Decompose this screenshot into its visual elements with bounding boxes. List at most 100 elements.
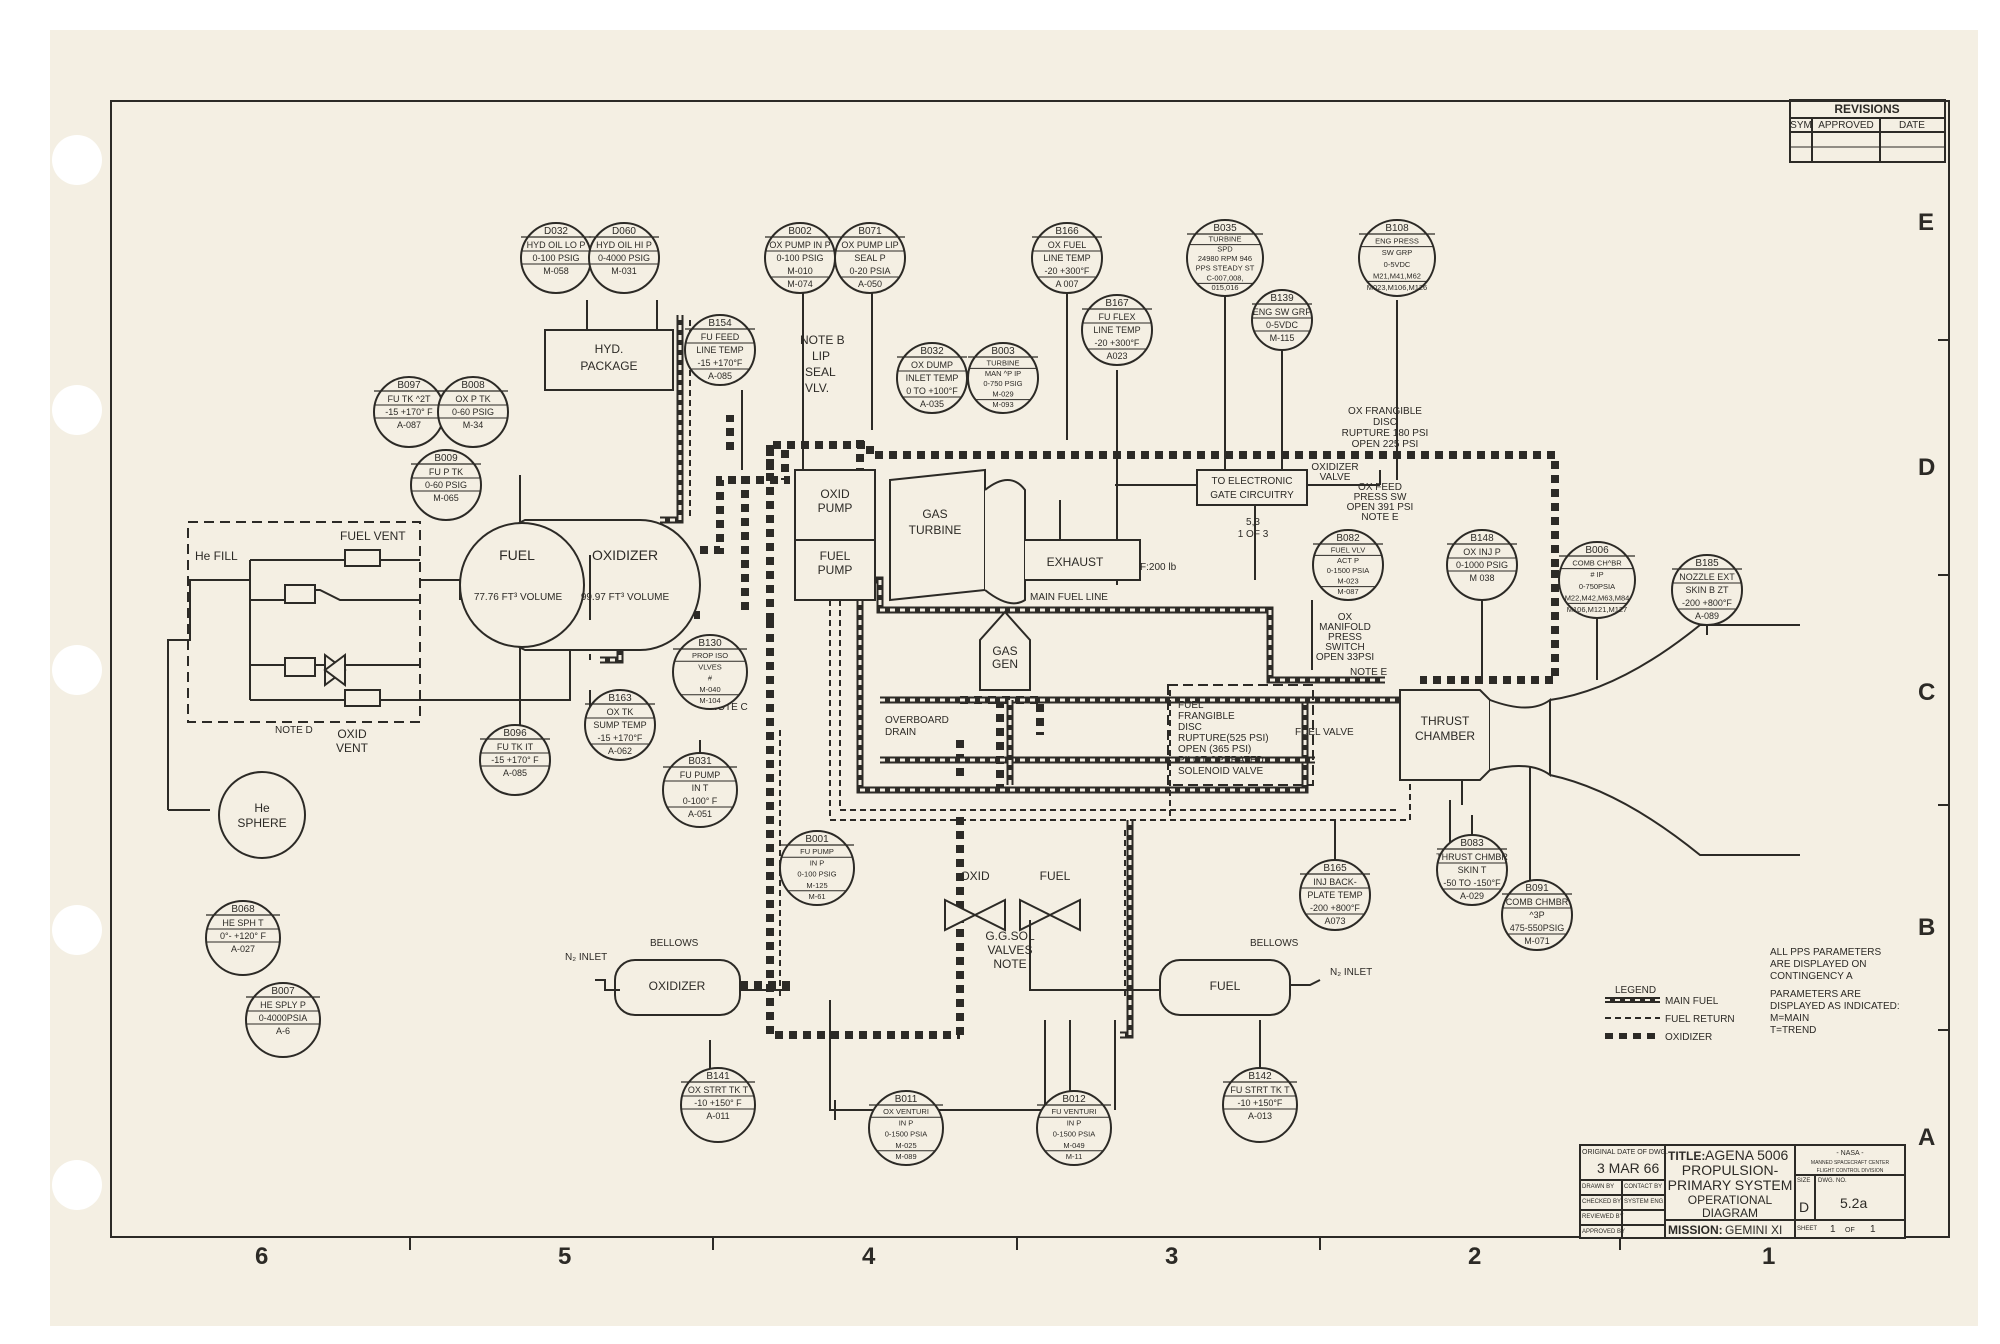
measurement-line: A-011: [706, 1111, 729, 1121]
measurement-line: M-074: [787, 279, 813, 289]
measurement-line: SPD: [1217, 244, 1233, 253]
measurement-line: A023: [1106, 351, 1127, 361]
legend-item: OXIDIZER: [1665, 1032, 1712, 1043]
measurement-line: 0-4000 PSIG: [598, 253, 650, 263]
measurement-line: FU TK ^2T: [387, 394, 431, 404]
measurement-line: M 038: [1469, 573, 1494, 583]
measurement-id: B166: [1055, 226, 1079, 237]
svg-text:VALVES: VALVES: [988, 943, 1033, 957]
svg-text:NOTE B: NOTE B: [800, 333, 845, 347]
binder-hole: [52, 645, 102, 695]
svg-text:DISC: DISC: [1178, 722, 1202, 733]
svg-text:SYSTEM ENG.: SYSTEM ENG.: [1624, 1199, 1665, 1205]
title-line: AGENA 5006: [1705, 1147, 1788, 1163]
measurement-line: #: [708, 674, 713, 683]
size-value: D: [1799, 1199, 1809, 1215]
measurement-line: M-071: [1524, 936, 1550, 946]
bubble-outline: [779, 830, 855, 906]
bubble-outline: [1031, 222, 1103, 294]
bubble-outline: [1036, 1090, 1112, 1166]
measurement-id: B148: [1470, 533, 1494, 544]
measurement-line: 0-1500 PSIA: [1327, 566, 1370, 575]
binder-hole: [52, 135, 102, 185]
svg-text:TO ELECTRONIC: TO ELECTRONIC: [1212, 476, 1293, 487]
n2-inlet: N₂ INLET: [565, 952, 607, 963]
measurement-line: HE SPH T: [222, 918, 264, 928]
fuel-pump-label: FUEL: [820, 549, 851, 563]
measurement-id: B185: [1695, 558, 1719, 569]
measurement-line: SEAL P: [854, 253, 885, 263]
measurement-line: OX DUMP: [911, 360, 953, 370]
col-label: 5: [558, 1243, 571, 1270]
svg-text:OX FRANGIBLE: OX FRANGIBLE: [1348, 406, 1422, 417]
measurement-line: 0-100 PSIG: [532, 253, 579, 263]
turbopump: OXID PUMP FUEL PUMP GAS TURBINE EXHAUST …: [794, 468, 1177, 605]
bubble-outline: [1251, 289, 1313, 351]
row-label: A: [1918, 1124, 1935, 1151]
svg-text:TITLE:: TITLE:: [1668, 1149, 1705, 1163]
col-label: 6: [255, 1243, 268, 1270]
measurement-line: INJ BACK-: [1313, 877, 1357, 887]
measurement-id: B097: [397, 380, 421, 391]
measurement-line: 0-5VDC: [1266, 320, 1299, 330]
measurement-line: PROP ISO: [692, 651, 728, 660]
measurement-line: 0-100° F: [683, 796, 718, 806]
gas-turbine-label: GAS: [922, 507, 947, 521]
svg-text:OPEN 225 PSI: OPEN 225 PSI: [1352, 439, 1419, 450]
svg-text:PARAMETERS ARE: PARAMETERS ARE: [1770, 989, 1861, 1000]
measurement-line: M-125: [806, 881, 827, 890]
measurement-line: LINE TEMP: [1043, 253, 1090, 263]
svg-text:1 OF 3: 1 OF 3: [1238, 529, 1269, 540]
note-d: NOTE D: [275, 725, 313, 736]
measurement-line: M-104: [699, 696, 720, 705]
electronic-gate: TO ELECTRONIC GATE CIRCUITRY 5,3 1 OF 3: [1196, 469, 1308, 540]
measurement-line: SW GRP: [1382, 248, 1412, 257]
measurement-id: B108: [1385, 223, 1409, 234]
measurement-line: A-089: [1695, 611, 1719, 621]
measurement-id: B141: [706, 1071, 730, 1082]
svg-text:PUMP: PUMP: [818, 501, 853, 515]
bubble-outline: [1358, 219, 1436, 297]
svg-text:ALL PPS PARAMETERS: ALL PPS PARAMETERS: [1770, 947, 1881, 958]
svg-text:DWG. NO.: DWG. NO.: [1818, 1178, 1847, 1184]
legend: LEGEND MAIN FUEL FUEL RETURN OXIDIZER: [1605, 985, 1735, 1043]
measurement-line: 0 TO +100°F: [906, 386, 958, 396]
bubble-outline: [1312, 529, 1384, 601]
measurement-line: LINE TEMP: [1093, 325, 1140, 335]
svg-text:He: He: [254, 801, 270, 815]
measurement-line: ENG PRESS: [1375, 237, 1419, 246]
measurement-line: IN P: [810, 858, 825, 867]
measurement-id: D060: [612, 226, 636, 237]
row-label: E: [1918, 209, 1934, 236]
measurement-line: OX FUEL: [1048, 240, 1087, 250]
measurement-id: B032: [920, 346, 944, 357]
thrust-chamber: THRUST CHAMBER: [1399, 624, 1800, 856]
measurement-line: M-031: [611, 266, 637, 276]
fuel-start-tank: [1159, 959, 1291, 1016]
measurement-line: IN P: [899, 1118, 914, 1127]
measurement-line: 0-750 PSIG: [983, 379, 1022, 388]
bubble-outline: [410, 449, 482, 521]
measurement-line: 475-550PSIG: [1510, 923, 1565, 933]
measurement-line: IN T: [692, 783, 709, 793]
row-label: C: [1918, 679, 1935, 706]
measurement-line: HE SPLY P: [260, 1000, 306, 1010]
bubble-outline: [588, 222, 660, 294]
helium-labels: He FILL FUEL VENT OXID VENT NOTE D: [195, 529, 406, 755]
measurement-id: B031: [688, 756, 712, 767]
measurement-line: A-062: [608, 746, 632, 756]
measurement-line: FU P TK: [429, 467, 463, 477]
svg-text:ARE DISPLAYED ON: ARE DISPLAYED ON: [1770, 959, 1867, 970]
propellant-tanks: FUEL 77.76 FT³ VOLUME OXIDIZER 99.97 FT³…: [459, 519, 701, 651]
measurement-line: FUEL VLV: [1331, 545, 1366, 554]
measurement-line: FU FLEX: [1098, 312, 1135, 322]
measurement-line: A-085: [503, 768, 527, 778]
svg-text:- NASA -: - NASA -: [1836, 1150, 1864, 1157]
col-label: 4: [862, 1243, 876, 1270]
svg-text:OXIDIZER: OXIDIZER: [1311, 462, 1358, 473]
